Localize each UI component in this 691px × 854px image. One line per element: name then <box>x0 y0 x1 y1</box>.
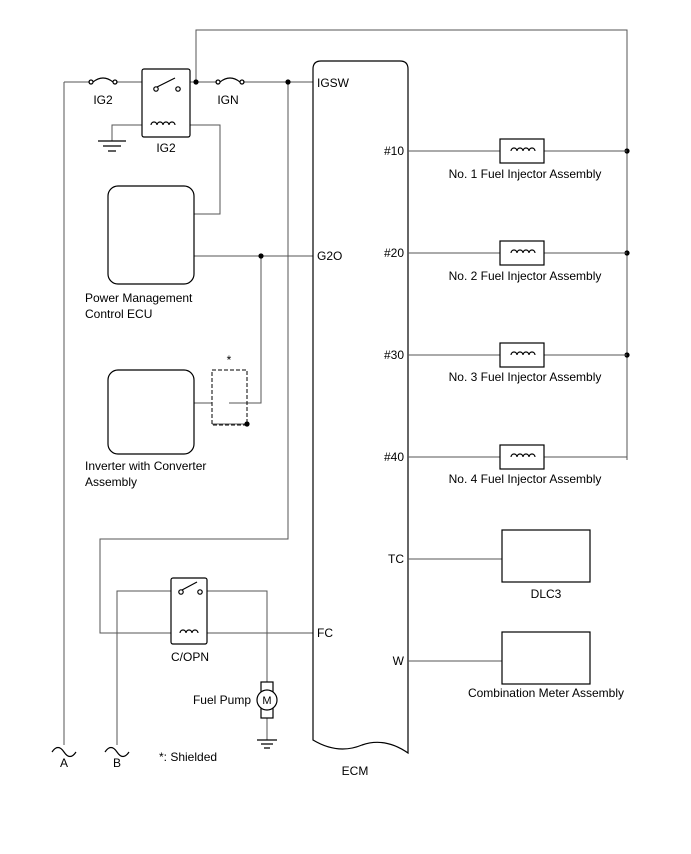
injector-4: No. 4 Fuel Injector Assembly <box>408 444 627 486</box>
pin-fc: FC <box>317 626 333 640</box>
shield-marker: * <box>227 353 232 367</box>
pin-g2o: G2O <box>317 249 342 263</box>
pin-tc: TC <box>388 552 404 566</box>
inverter-label-line2: Assembly <box>85 475 137 489</box>
injector-3: No. 3 Fuel Injector Assembly <box>408 342 627 384</box>
pin-30: #30 <box>384 348 404 362</box>
pm-ecu-label-line1: Power Management <box>85 291 193 305</box>
connector-b: B <box>104 746 130 770</box>
motor-symbol: M <box>262 695 271 707</box>
pin-20: #20 <box>384 246 404 260</box>
fuse-ign: IGN <box>215 77 245 107</box>
power-management-ecu: Power Management Control ECU <box>85 185 195 321</box>
shield-box: * <box>211 353 248 426</box>
meter-label: Combination Meter Assembly <box>468 686 624 700</box>
connector-a: A <box>51 746 77 770</box>
injector-3-label: No. 3 Fuel Injector Assembly <box>449 370 602 384</box>
injector-2: No. 2 Fuel Injector Assembly <box>408 240 627 283</box>
ground-ig2 <box>98 140 126 152</box>
ground-pump <box>257 739 277 749</box>
ecm: ECM IGSW G2O FC #10 #20 #30 #40 TC W <box>312 60 409 778</box>
shielded-note: *: Shielded <box>159 750 217 764</box>
pin-10: #10 <box>384 144 404 158</box>
inverter-label-line1: Inverter with Converter <box>85 459 206 473</box>
combination-meter: Combination Meter Assembly <box>408 631 624 700</box>
dlc3-label: DLC3 <box>531 587 562 601</box>
fuse-ig2: IG2 <box>88 77 118 107</box>
injector-1-label: No. 1 Fuel Injector Assembly <box>449 167 602 181</box>
fuse-ign-label: IGN <box>217 93 238 107</box>
connector-b-label: B <box>113 756 121 770</box>
inverter-assembly: Inverter with Converter Assembly <box>85 369 206 489</box>
fuel-pump-label: Fuel Pump <box>193 693 251 707</box>
injector-2-label: No. 2 Fuel Injector Assembly <box>449 269 602 283</box>
relay-ig2-label: IG2 <box>156 141 176 155</box>
pin-w: W <box>393 654 405 668</box>
pin-40: #40 <box>384 450 404 464</box>
ecm-label: ECM <box>342 764 369 778</box>
pm-ecu-label-line2: Control ECU <box>85 307 152 321</box>
connector-a-label: A <box>60 756 68 770</box>
dlc3: DLC3 <box>408 529 591 601</box>
relay-ig2: IG2 <box>141 68 191 155</box>
fuel-pump: M Fuel Pump <box>193 681 278 719</box>
injector-4-label: No. 4 Fuel Injector Assembly <box>449 472 602 486</box>
fuse-ig2-label: IG2 <box>93 93 113 107</box>
relay-copn-label: C/OPN <box>171 650 209 664</box>
pin-igsw: IGSW <box>317 76 350 90</box>
injector-1: No. 1 Fuel Injector Assembly <box>408 138 627 181</box>
relay-copn: C/OPN <box>170 577 209 664</box>
